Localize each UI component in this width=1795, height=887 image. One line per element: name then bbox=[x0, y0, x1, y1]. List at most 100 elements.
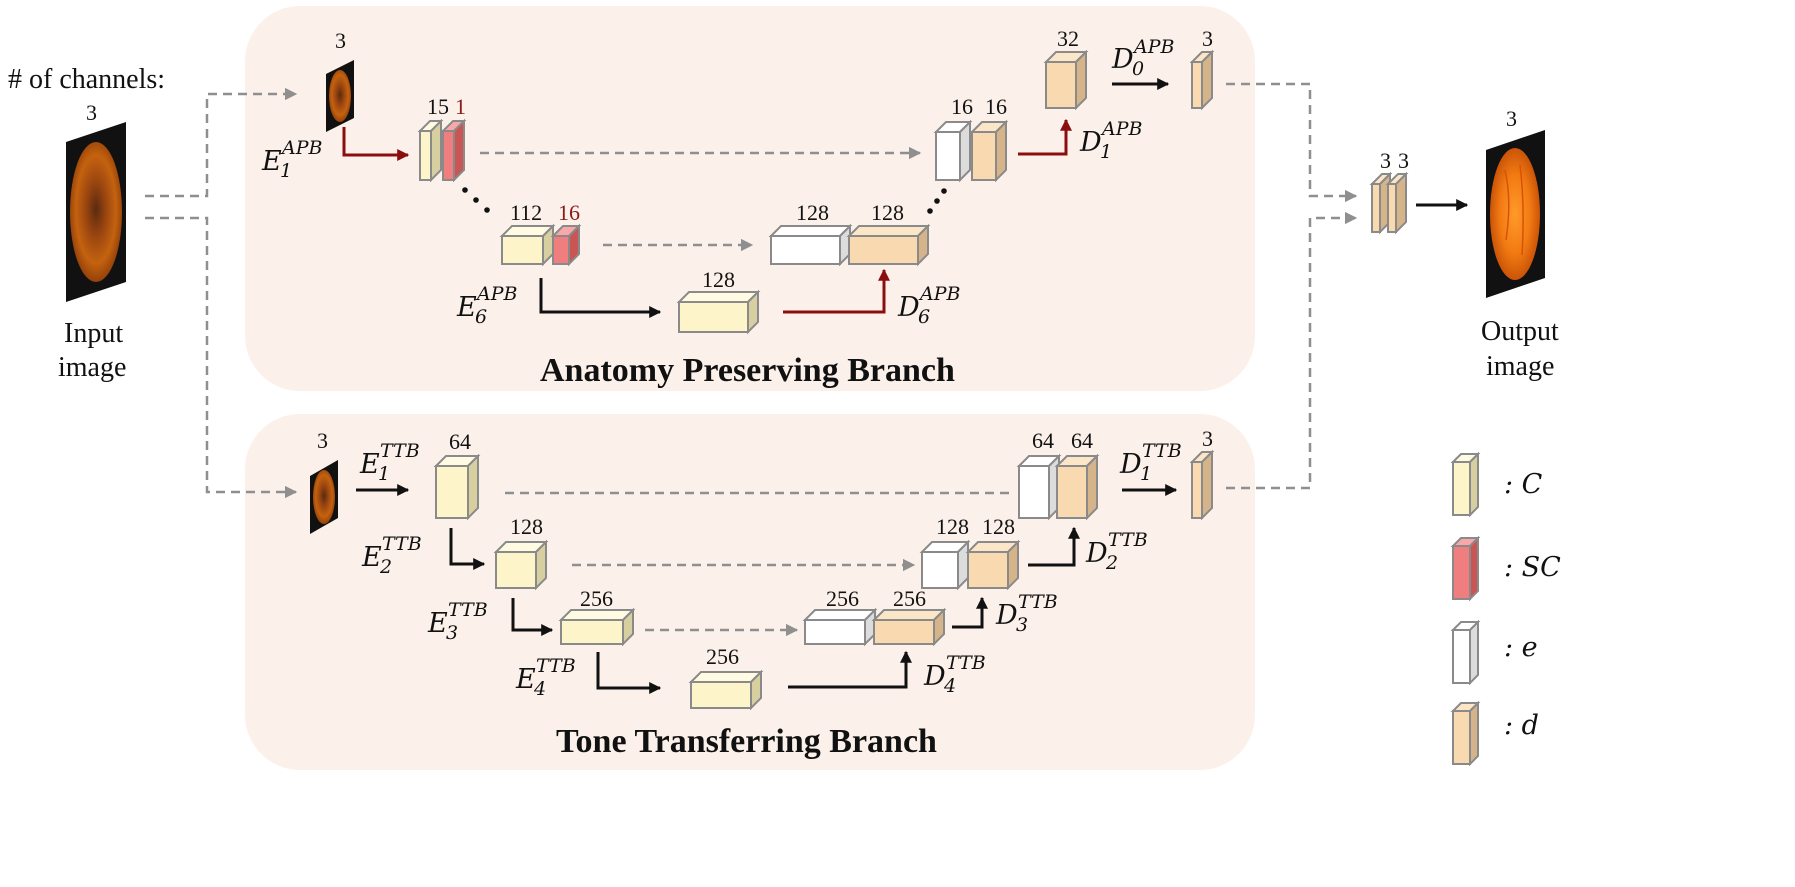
apb-d6-label: D 6 APB bbox=[897, 283, 961, 328]
ttb-d2-decoder-block bbox=[965, 539, 1021, 591]
apb-e1-label: E 1 APB bbox=[261, 137, 323, 182]
apb-encoder-ellipsis bbox=[462, 187, 490, 213]
svg-text:E: E bbox=[361, 542, 382, 573]
legend-encoder-label: : e bbox=[1504, 632, 1538, 663]
apb-decoder-ellipsis bbox=[927, 188, 947, 214]
svg-text:TTB: TTB bbox=[1108, 529, 1148, 551]
ttb-d2-encoder-feature-block bbox=[919, 539, 971, 591]
ttb-e3-conv-block bbox=[558, 607, 636, 647]
apb-to-fusion-connector bbox=[1226, 82, 1358, 203]
apb-d1-label: D 1 APB bbox=[1079, 118, 1143, 163]
ttb-d1-decoder-block bbox=[1054, 453, 1100, 521]
ttb-d1-decoder-channels: 64 bbox=[1071, 428, 1093, 453]
svg-text:APB: APB bbox=[280, 137, 323, 159]
ttb-d2-label: D 2 TTB bbox=[1085, 529, 1148, 574]
apb-d0-channels: 32 bbox=[1057, 26, 1079, 51]
ttb-e2-channels: 128 bbox=[510, 514, 543, 539]
output-image bbox=[1486, 130, 1545, 298]
legend-skip-swatch bbox=[1450, 535, 1481, 602]
output-caption-line1: Output bbox=[1481, 316, 1559, 347]
input-to-apb-connector bbox=[145, 87, 298, 198]
svg-text:APB: APB bbox=[475, 283, 518, 305]
apb-d6-decoder-channels: 128 bbox=[871, 200, 904, 225]
apb-bottleneck-block bbox=[676, 289, 761, 335]
svg-text:6: 6 bbox=[918, 306, 930, 328]
ttb-panel bbox=[245, 414, 1255, 770]
apb-e1-skip-channels: 1 bbox=[455, 94, 466, 119]
ttb-d3-label: D 3 TTB bbox=[995, 591, 1058, 636]
ttb-output-block bbox=[1189, 449, 1215, 521]
apb-d0-label: D 0 APB bbox=[1111, 36, 1175, 80]
apb-d1-decoder-block bbox=[969, 119, 1009, 183]
apb-e1-conv-channels: 15 bbox=[427, 94, 449, 119]
ttb-e2-label: E 2 TTB bbox=[361, 533, 422, 578]
apb-output-block bbox=[1189, 49, 1215, 111]
legend-encoder-swatch bbox=[1450, 619, 1481, 686]
apb-d1-to-d0-arrow bbox=[1018, 118, 1072, 156]
ttb-output-channels: 3 bbox=[1202, 426, 1213, 451]
svg-text:4: 4 bbox=[943, 675, 956, 697]
apb-d1-encoder-channels: 16 bbox=[951, 94, 973, 119]
apb-e6-to-bottleneck-arrow bbox=[539, 278, 662, 318]
ttb-e1-label: E 1 TTB bbox=[359, 440, 420, 485]
legend-decoder-label: : d bbox=[1504, 710, 1539, 741]
legend-decoder-swatch bbox=[1450, 700, 1481, 767]
ttb-d3-decoder-block bbox=[871, 607, 947, 647]
ttb-d3-decoder-channels: 256 bbox=[893, 586, 926, 611]
apb-e6-skip-block bbox=[550, 223, 582, 267]
ttb-d1-label: D 1 TTB bbox=[1119, 440, 1182, 485]
svg-text:D: D bbox=[1119, 449, 1142, 480]
apb-bottleneck-channels: 128 bbox=[702, 267, 735, 292]
svg-text:D: D bbox=[897, 292, 920, 323]
apb-title: Anatomy Preserving Branch bbox=[540, 352, 955, 389]
apb-e6-conv-block bbox=[499, 223, 556, 267]
svg-text:E: E bbox=[456, 292, 477, 323]
svg-text:3: 3 bbox=[1016, 614, 1028, 636]
fusion-b-channels: 3 bbox=[1398, 148, 1409, 173]
svg-text:2: 2 bbox=[1105, 552, 1118, 574]
svg-text:APB: APB bbox=[918, 283, 961, 305]
ttb-e4-label: E 4 TTB bbox=[515, 655, 576, 700]
svg-text:D: D bbox=[1085, 538, 1108, 569]
apb-input-channels: 3 bbox=[335, 28, 346, 53]
ttb-e3-label: E 3 TTB bbox=[427, 599, 488, 644]
ttb-e2-to-e3-arrow bbox=[511, 598, 554, 636]
ttb-e2-conv-block bbox=[493, 539, 549, 591]
apb-d6-encoder-feature-block bbox=[768, 223, 853, 267]
svg-text:3: 3 bbox=[446, 622, 458, 644]
ttb-d1-encoder-feature-block bbox=[1016, 453, 1062, 521]
apb-d1-encoder-feature-block bbox=[933, 119, 973, 183]
ttb-title: Tone Transferring Branch bbox=[556, 723, 937, 760]
ttb-e3-to-bottleneck-arrow bbox=[596, 652, 662, 694]
ttb-d4-label: D 4 TTB bbox=[923, 652, 986, 697]
svg-text:0: 0 bbox=[1132, 58, 1144, 80]
svg-text:APB: APB bbox=[1100, 118, 1143, 140]
output-caption-line2: image bbox=[1486, 351, 1554, 382]
svg-text:TTB: TTB bbox=[1142, 440, 1182, 462]
apb-e1-conv-block bbox=[417, 118, 444, 183]
ttb-e3-channels: 256 bbox=[580, 586, 613, 611]
svg-text:D: D bbox=[1111, 44, 1134, 75]
fusion-a-channels: 3 bbox=[1380, 148, 1391, 173]
ttb-to-fusion-connector bbox=[1226, 211, 1358, 490]
ttb-e1-conv-block bbox=[433, 453, 481, 521]
svg-text:1: 1 bbox=[378, 463, 390, 485]
ttb-e1-channels: 64 bbox=[449, 429, 471, 454]
svg-text:E: E bbox=[427, 608, 448, 639]
input-image bbox=[66, 122, 126, 302]
svg-text:4: 4 bbox=[533, 678, 546, 700]
svg-text:E: E bbox=[359, 449, 380, 480]
apb-input-to-e1-arrow bbox=[342, 127, 410, 161]
apb-e1-skip-block bbox=[440, 118, 467, 183]
ttb-d2-encoder-channels: 128 bbox=[936, 514, 969, 539]
apb-d6-encoder-channels: 128 bbox=[796, 200, 829, 225]
ttb-bottleneck-to-d4-arrow bbox=[788, 650, 912, 689]
ttb-d2-decoder-channels: 128 bbox=[982, 514, 1015, 539]
apb-input-image bbox=[326, 60, 354, 132]
apb-panel bbox=[245, 6, 1255, 391]
input-caption-line1: Input bbox=[64, 318, 123, 349]
legend-skip-label: : SC bbox=[1504, 552, 1561, 583]
svg-text:1: 1 bbox=[1140, 463, 1152, 485]
input-channels-label: # of channels: bbox=[8, 64, 165, 95]
apb-d1-decoder-channels: 16 bbox=[985, 94, 1007, 119]
